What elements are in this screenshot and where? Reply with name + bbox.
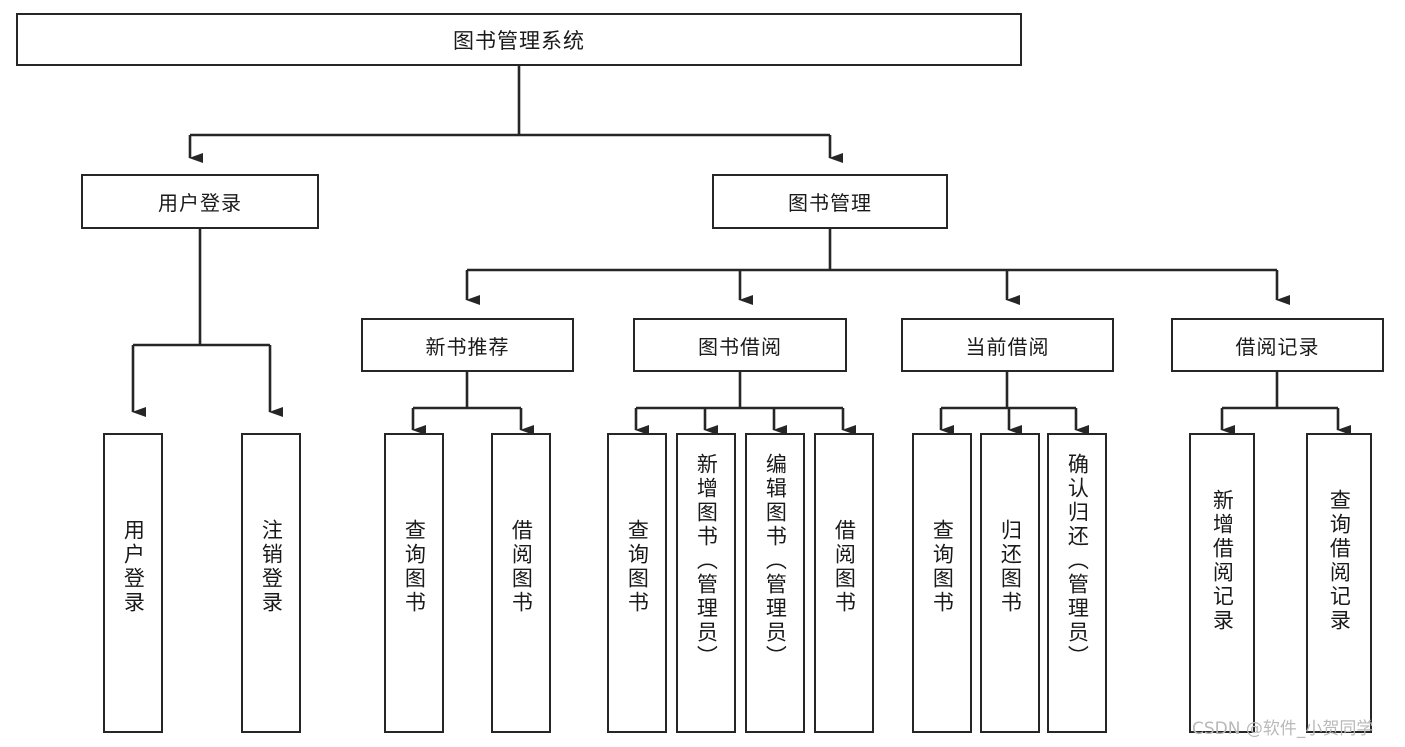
node-leaf-add-borrow-record[interactable]: 新增借阅记录 [1189,433,1255,733]
node-leaf-query-books-borrow[interactable]: 查询图书 [607,433,667,733]
node-leaf-edit-book-admin[interactable]: 编辑图书（管理员） [745,433,805,733]
node-leaf-add-book-admin[interactable]: 新增图书（管理员） [676,433,736,733]
node-label: 借阅图书 [832,519,857,615]
node-label: 查询借阅记录 [1327,489,1352,633]
node-label: 新增图书（管理员） [694,453,719,669]
node-label: 图书管理 [788,191,872,215]
node-label: 用户登录 [121,519,146,615]
node-leaf-return-books[interactable]: 归还图书 [980,433,1040,733]
node-new-book-recommendation[interactable]: 新书推荐 [361,318,574,372]
node-current-borrowing[interactable]: 当前借阅 [901,318,1114,372]
node-root-book-management-system[interactable]: 图书管理系统 [16,13,1022,66]
node-label: 借阅图书 [509,519,534,615]
node-label: 图书借阅 [698,334,782,359]
node-label: 当前借阅 [965,334,1050,359]
node-label: 注销登录 [259,519,284,615]
node-leaf-query-borrow-record[interactable]: 查询借阅记录 [1306,433,1372,733]
node-label: 用户登录 [158,191,242,215]
node-user-login[interactable]: 用户登录 [81,174,319,229]
node-leaf-confirm-return-admin[interactable]: 确认归还（管理员） [1047,433,1107,733]
node-leaf-user-login[interactable]: 用户登录 [103,433,163,733]
node-leaf-logout[interactable]: 注销登录 [241,433,301,733]
node-label: 确认归还（管理员） [1065,453,1090,669]
node-leaf-borrow-books-rec[interactable]: 借阅图书 [491,433,551,733]
node-label: 图书管理系统 [453,28,585,53]
node-label: 新增借阅记录 [1210,489,1235,633]
node-borrowing-record[interactable]: 借阅记录 [1171,318,1384,372]
node-label: 查询图书 [625,519,650,615]
node-label: 归还图书 [998,519,1023,615]
node-leaf-borrow-books[interactable]: 借阅图书 [814,433,874,733]
csdn-watermark: CSDN @软件_小贺同学 [1192,719,1374,739]
node-label: 查询图书 [402,519,427,615]
node-leaf-query-books-rec[interactable]: 查询图书 [384,433,444,733]
node-leaf-query-books-current[interactable]: 查询图书 [912,433,972,733]
node-label: 查询图书 [930,519,955,615]
node-book-borrowing[interactable]: 图书借阅 [633,318,847,372]
node-label: 借阅记录 [1235,334,1320,359]
node-label: 新书推荐 [425,334,510,359]
node-label: 编辑图书（管理员） [763,453,788,669]
node-book-management[interactable]: 图书管理 [712,174,948,229]
